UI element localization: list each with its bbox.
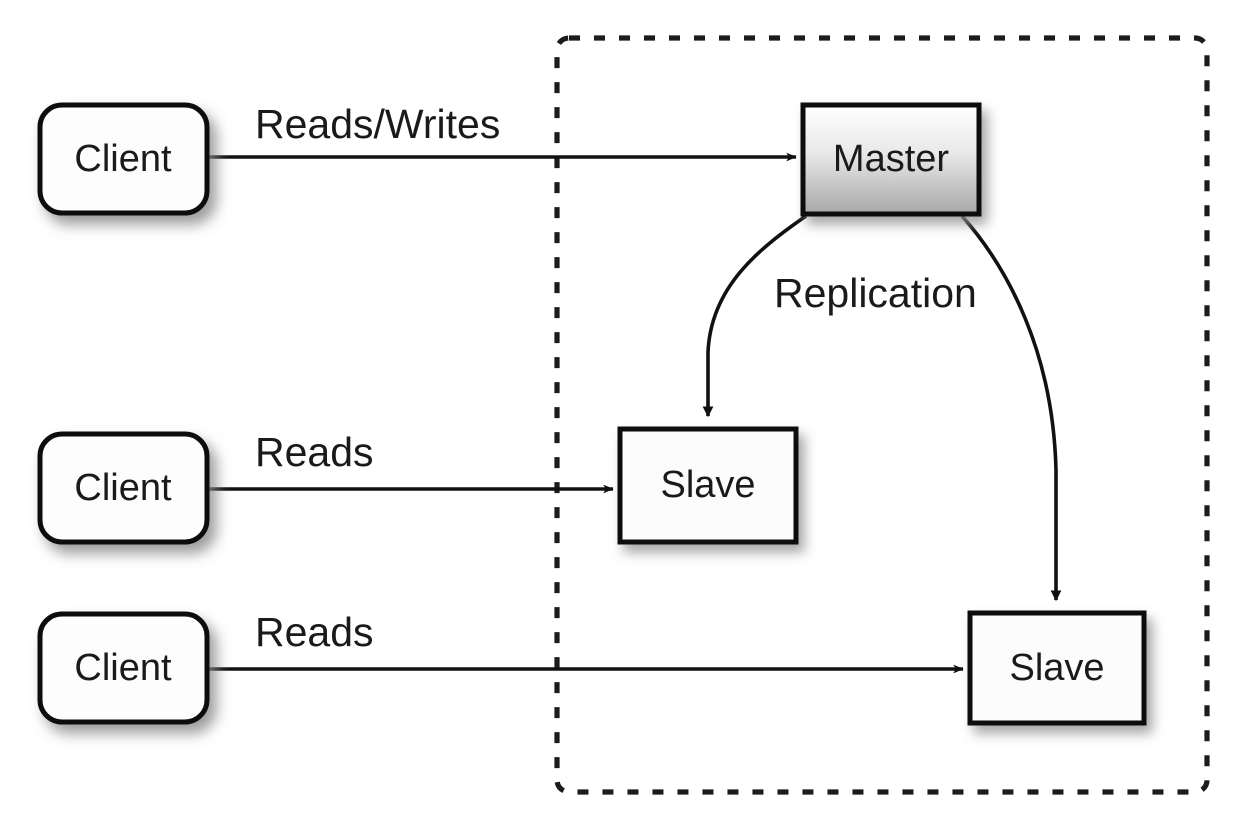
replication-cluster-boundary: [554, 35, 1210, 795]
node-slave-bottom[interactable]: Slave: [967, 610, 1147, 726]
edge-label-reads-middle: Reads: [255, 429, 374, 475]
slave-top-label: Slave: [660, 464, 755, 506]
client-bottom-label: Client: [74, 647, 172, 689]
client-top-shape: [37, 102, 210, 216]
node-client-top[interactable]: Client: [37, 102, 210, 216]
slave-bottom-shape: [967, 610, 1147, 726]
slave-top-shape: [617, 426, 799, 545]
edge-label-replication: Replication: [774, 270, 977, 316]
edge-master-to-slave-top: [702, 214, 808, 418]
client-bottom-shape: [37, 611, 210, 725]
node-client-bottom[interactable]: Client: [37, 611, 210, 725]
client-middle-label: Client: [74, 467, 172, 509]
node-client-middle[interactable]: Client: [37, 431, 210, 545]
node-master[interactable]: Master: [800, 102, 982, 217]
client-top-label: Client: [74, 138, 172, 180]
client-middle-shape: [37, 431, 210, 545]
edge-label-reads-bottom: Reads: [255, 609, 374, 655]
slave-bottom-label: Slave: [1009, 647, 1104, 689]
node-slave-top[interactable]: Slave: [617, 426, 799, 545]
master-label: Master: [833, 138, 949, 180]
edge-master-to-slave-bottom: [960, 214, 1062, 602]
edge-label-reads-writes: Reads/Writes: [255, 101, 500, 147]
master-shape: [800, 102, 982, 217]
